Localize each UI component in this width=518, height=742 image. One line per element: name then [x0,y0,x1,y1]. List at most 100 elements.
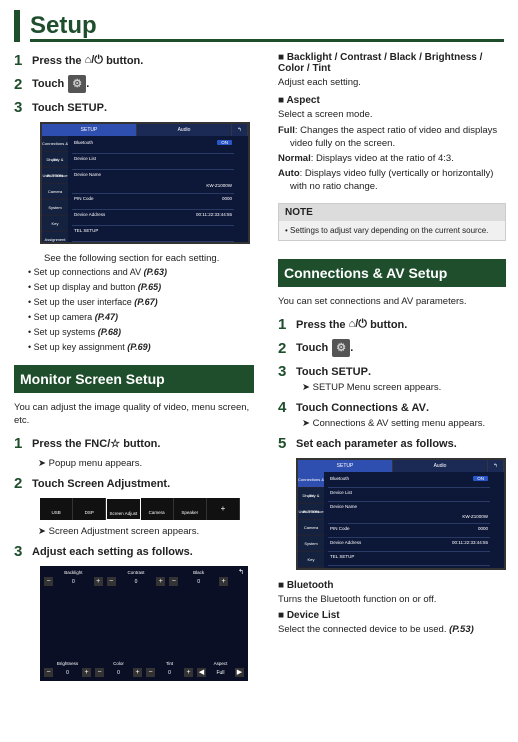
usb-button[interactable]: USB [40,498,74,520]
home-power-icon: ⌂/⏻ [84,54,103,66]
home-power-icon: ⌂/⏻ [348,318,367,330]
back-icon[interactable]: ↰ [238,569,244,576]
minus-button[interactable]: − [95,668,104,677]
sidebar-item-ui[interactable]: User Interface [298,504,324,520]
step-2: 2 Touch ⚙. [14,75,90,93]
popup-menu-bar: USB DSP Screen Adjust Camera Speaker + [40,498,241,520]
page-title: Setup [30,12,97,39]
sidebar-item-connections[interactable]: Connections & AV [42,136,68,162]
status-badge: ON [217,140,232,145]
list-item: Set up camera (P.47) [28,310,254,325]
devlist-heading: Device List [278,610,506,621]
step-3: 3 Touch SETUP. [14,99,107,116]
camera-button[interactable]: Camera [141,498,174,520]
header-mark [14,10,20,42]
add-button[interactable]: + [207,498,241,520]
minus-button[interactable]: − [44,668,53,677]
devlist-desc: Select the connected device to be used. … [278,624,474,635]
sidebar-item-key[interactable]: Key Assignment [298,552,324,578]
minus-button[interactable]: − [106,577,116,586]
right-column: Backlight / Contrast / Black / Brightnes… [278,52,506,642]
setup-sidebar: Connections & AV Display & BUTTON User I… [298,472,324,578]
see-text: See the following section for each setti… [44,253,220,264]
plus-button[interactable]: + [219,577,229,586]
list-item[interactable]: TEL SETUP [328,552,490,566]
plus-button[interactable]: + [184,668,193,677]
normal-def: Normal: Displays video at the ratio of 4… [278,153,454,164]
sidebar-item-connections[interactable]: Connections & AV [298,472,324,498]
sidebar-item-camera[interactable]: Camera [298,520,324,536]
back-icon[interactable]: ↰ [232,124,248,136]
prev-button[interactable]: ◀ [197,668,206,677]
status-badge: ON [473,476,488,481]
sidebar-item-system[interactable]: System [298,536,324,552]
gear-icon[interactable]: ⚙ [332,339,351,357]
c-step-4: 4 Touch Connections & AV. [278,399,430,416]
m-step-2: 2 Touch Screen Adjustment. [14,475,171,492]
backlight-desc: Adjust each setting. [278,77,361,88]
c-step4-note: ➤ Connections & AV setting menu appears. [302,418,486,429]
next-button[interactable]: ▶ [235,668,244,677]
note-body: • Settings to adjust vary depending on t… [285,226,489,235]
note-heading: NOTE [279,204,505,221]
c-step-5: 5 Set each parameter as follows. [278,435,457,452]
back-icon[interactable]: ↰ [488,460,504,472]
screen-adjust-button[interactable]: Screen Adjust [106,498,141,520]
c-step-2: 2 Touch ⚙. [278,339,354,357]
speaker-button[interactable]: Speaker [174,498,207,520]
conn-section-title: Connections & AV Setup [278,259,506,287]
tab-audio[interactable]: Audio [393,460,488,472]
aspect-desc: Select a screen mode. [278,109,373,120]
tab-setup[interactable]: SETUP [42,124,137,136]
m-step2-note: ➤ Screen Adjustment screen appears. [38,526,200,537]
sidebar-item-camera[interactable]: Camera [42,184,68,200]
conn-desc: You can set connections and AV parameter… [278,296,467,307]
star-icon: ☆ [110,438,121,450]
minus-button[interactable]: − [146,668,155,677]
plus-button[interactable]: + [82,668,91,677]
bluetooth-desc: Turns the Bluetooth function on or off. [278,594,437,605]
page-header: Setup [14,10,504,42]
auto-def: Auto: Displays video fully (vertically o… [278,168,494,192]
c-step3-note: ➤ SETUP Menu screen appears. [302,382,442,393]
m-step-1: 1 Press the FNC/ ☆ button. [14,435,161,452]
sidebar-item-ui[interactable]: User Interface [42,168,68,184]
list-item: Set up connections and AV (P.63) [28,265,254,280]
dsp-button[interactable]: DSP [73,498,107,520]
minus-button[interactable]: − [44,577,53,586]
c-step-3: 3 Touch SETUP. [278,363,371,380]
setup-screen: SETUP Audio ↰ Connections & AV Display &… [40,122,250,244]
list-item[interactable]: Device List [328,488,490,502]
sidebar-item-system[interactable]: System [42,200,68,216]
sidebar-item-display[interactable]: Display & BUTTON [42,152,68,178]
tab-setup[interactable]: SETUP [298,460,393,472]
plus-button[interactable]: + [93,577,103,586]
note-box: NOTE • Settings to adjust vary depending… [278,203,506,241]
monitor-section-title: Monitor Screen Setup [14,365,254,393]
aspect-heading: Aspect [278,95,506,106]
plus-button[interactable]: + [133,668,142,677]
list-item[interactable]: Device List [72,154,234,170]
c-step-1: 1 Press the ⌂/⏻ button. [278,316,408,333]
step-1: 1 Press the ⌂/⏻ button. [14,52,144,69]
plus-button[interactable]: + [156,577,166,586]
list-item[interactable]: TEL SETUP [72,226,234,242]
list-item: Set up systems (P.68) [28,325,254,340]
full-def: Full: Changes the aspect ratio of video … [278,125,498,149]
list-item: Set up key assignment (P.69) [28,340,254,355]
gear-icon[interactable]: ⚙ [68,75,87,93]
sidebar-item-display[interactable]: Display & BUTTON [298,488,324,514]
sidebar-item-key[interactable]: Key Assignment [42,216,68,242]
minus-button[interactable]: − [169,577,179,586]
list-item: Set up display and button (P.65) [28,280,254,295]
tab-audio[interactable]: Audio [137,124,232,136]
list-item: Set up the user interface (P.67) [28,295,254,310]
